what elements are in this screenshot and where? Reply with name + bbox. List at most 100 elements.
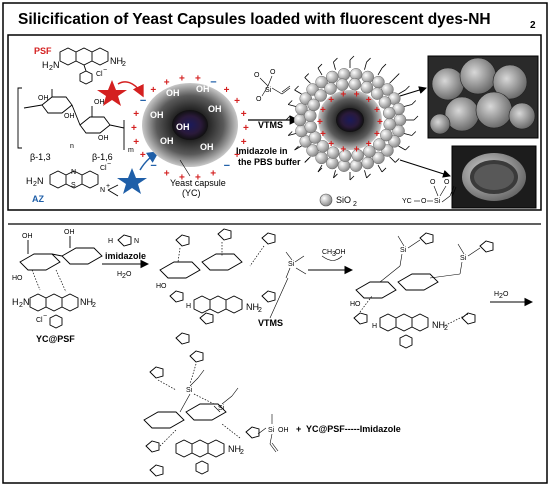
vinyl-group bbox=[389, 156, 396, 163]
positive-charge: + bbox=[374, 105, 380, 116]
ch3oh-sub: 3 bbox=[332, 251, 336, 258]
beta-16-label: β-1,6 bbox=[92, 152, 113, 162]
vinyl-group bbox=[377, 164, 383, 173]
az-cl: Cl bbox=[100, 165, 107, 172]
az-label: AZ bbox=[32, 194, 44, 204]
oh-group: OH bbox=[176, 122, 190, 132]
psf-cl-sup: − bbox=[103, 67, 107, 74]
s4-nh2: NH bbox=[228, 444, 241, 454]
negative-charge: − bbox=[210, 77, 216, 89]
silica-bead bbox=[326, 70, 339, 84]
positive-charge: + bbox=[374, 129, 380, 140]
s2-nh2: NH bbox=[246, 302, 259, 312]
sem-image-top bbox=[427, 55, 539, 139]
vinyl-group bbox=[403, 133, 412, 136]
sem-yeast-particle bbox=[475, 91, 513, 129]
imid-n-1: N bbox=[134, 238, 139, 245]
az-s-atom: S bbox=[71, 182, 76, 189]
vinyl-group bbox=[381, 167, 387, 173]
s4-si-2: Si bbox=[218, 405, 225, 412]
silica-bead bbox=[378, 96, 392, 109]
s1-cl: Cl bbox=[36, 317, 43, 324]
s2-si: Si bbox=[288, 261, 295, 268]
vinyl-group bbox=[317, 167, 323, 173]
s1-nh2-sub: 2 bbox=[92, 302, 96, 309]
glucan-oh-2: OH bbox=[94, 99, 105, 106]
oh-group: OH bbox=[166, 88, 180, 98]
positive-charge: + bbox=[354, 90, 360, 101]
positive-charge: + bbox=[234, 150, 240, 161]
positive-charge: + bbox=[210, 168, 216, 179]
vinyl-group bbox=[333, 61, 336, 70]
vinyl-group bbox=[304, 77, 311, 84]
vinyl-group bbox=[405, 145, 410, 151]
sio2-legend: SiO 2 bbox=[319, 193, 357, 208]
vinyl-group bbox=[285, 115, 291, 121]
vinyl-group bbox=[405, 85, 410, 91]
positive-charge: + bbox=[133, 109, 139, 120]
vtms-reagent: Si O O O VTMS bbox=[254, 69, 291, 130]
s4-si-1: Si bbox=[186, 387, 193, 394]
vinyl-group bbox=[333, 170, 336, 179]
vtms-label: VTMS bbox=[258, 120, 283, 130]
sem-yeast-particle bbox=[429, 113, 451, 135]
s3-nh2-sub: 2 bbox=[444, 325, 448, 332]
water-step: H 2 O bbox=[490, 291, 534, 307]
psf-nh2-sub: 2 bbox=[122, 61, 126, 68]
silica-bead bbox=[307, 98, 320, 112]
s1-ho: HO bbox=[12, 275, 23, 282]
silica-bead bbox=[351, 149, 364, 162]
az-n-plus-sup: + bbox=[106, 183, 110, 190]
vinyl-group bbox=[411, 131, 417, 136]
glucan-oh-3: OH bbox=[64, 113, 75, 120]
sio2-legend-bead bbox=[319, 193, 333, 207]
byproduct-silanol: Si OH bbox=[257, 414, 289, 453]
s5-si: Si bbox=[268, 427, 275, 434]
ch3oh-ch: CH bbox=[322, 249, 332, 256]
silicified-core bbox=[336, 108, 364, 132]
positive-charge: + bbox=[320, 129, 326, 140]
silica-bead bbox=[361, 156, 374, 170]
s1-h2n-sub: 2 bbox=[19, 302, 23, 309]
vinyl-group bbox=[349, 175, 355, 181]
psf-label: PSF bbox=[34, 46, 52, 56]
sem-yeast-particle bbox=[508, 102, 536, 130]
ycosi-o3: O bbox=[444, 179, 450, 186]
vinyl-group bbox=[403, 104, 412, 107]
s1-nh2: NH bbox=[80, 297, 93, 307]
pbs-buffer-label: the PBS buffer bbox=[238, 157, 301, 167]
vinyl-group bbox=[364, 61, 367, 70]
sem-blobs bbox=[429, 57, 536, 135]
silica-bead bbox=[326, 146, 340, 159]
yc-psf-label: YC@PSF bbox=[36, 334, 75, 344]
az-cl-sup: − bbox=[107, 161, 111, 168]
negative-charge: − bbox=[150, 160, 156, 172]
psf-h2n-sub: 2 bbox=[49, 65, 53, 72]
vinyl-group bbox=[398, 145, 406, 151]
vinyl-group bbox=[381, 63, 387, 69]
psf-star bbox=[97, 80, 127, 106]
imidazole-reagent: H N imidazole H 2 O bbox=[102, 234, 150, 280]
negative-charge: − bbox=[140, 95, 146, 107]
positive-charge: + bbox=[320, 105, 326, 116]
silica-bead bbox=[308, 131, 322, 144]
sem-yeast-particle bbox=[459, 57, 497, 95]
positive-charge: + bbox=[243, 123, 249, 134]
positive-charge: + bbox=[150, 85, 156, 96]
silica-bead bbox=[324, 82, 337, 95]
az-h2n: H bbox=[26, 176, 33, 186]
silica-bead bbox=[372, 151, 385, 165]
vinyl-group bbox=[394, 73, 400, 78]
s1-cl-sup: − bbox=[43, 313, 47, 320]
arrow3-h2o-sub: 2 bbox=[499, 293, 503, 300]
positive-charge: + bbox=[328, 139, 334, 150]
glucan-oh-1: OH bbox=[38, 95, 49, 102]
az-molecule: N S H 2 N Cl − N + AZ bbox=[26, 161, 119, 204]
vinyl-group bbox=[413, 115, 419, 121]
positive-charge: + bbox=[179, 172, 185, 183]
silica-bead bbox=[316, 140, 330, 153]
psf-h2n: H bbox=[42, 60, 49, 70]
sem-arrow-top bbox=[399, 86, 427, 97]
positive-charge: + bbox=[354, 144, 360, 155]
